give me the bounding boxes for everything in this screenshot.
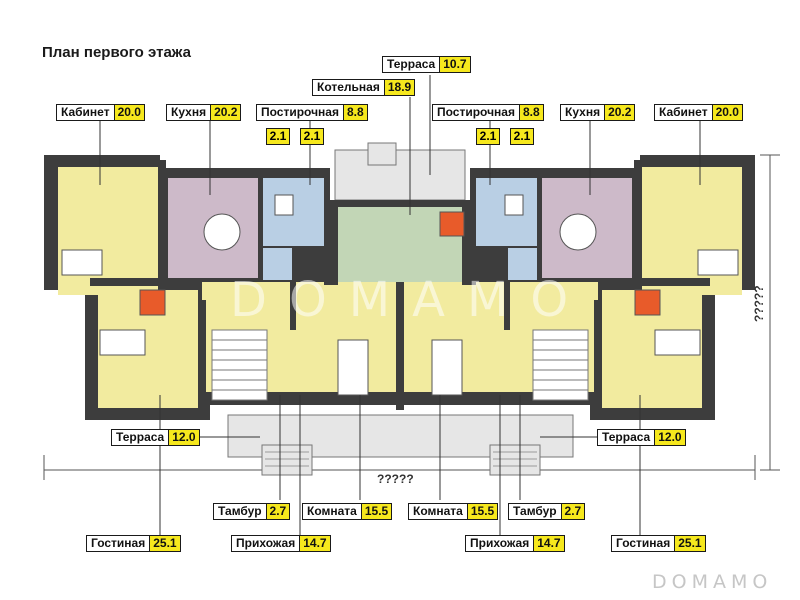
room-area: 12.0: [654, 430, 685, 445]
room-area: 25.1: [149, 536, 180, 551]
room-name: Терраса: [112, 430, 169, 445]
label-cabinet-left: Кабинет 20.0: [56, 104, 145, 121]
room-area: 15.5: [360, 504, 392, 519]
room-area: 14.7: [533, 536, 564, 551]
room-area: 20.2: [604, 105, 635, 120]
top-terrace: [334, 142, 466, 201]
label-vestibule-right: Тамбур 2.7: [508, 503, 586, 520]
area-tag-wc-right-1: 2.1: [476, 128, 500, 145]
room-area: 14.7: [299, 536, 330, 551]
label-cabinet-right: Кабинет 20.0: [654, 104, 743, 121]
room-area: 2.7: [560, 504, 585, 519]
room-area: 8.8: [518, 105, 543, 120]
room-name: Прихожая: [466, 536, 534, 551]
room-area: 20.2: [210, 105, 241, 120]
room-area: 12.0: [168, 430, 199, 445]
room-area: 25.1: [674, 536, 705, 551]
room-name: Терраса: [383, 57, 440, 72]
area-tag-wc-left-2: 2.1: [300, 128, 324, 145]
room-area: 20.0: [711, 105, 742, 120]
room-name: Гостиная: [612, 536, 675, 551]
room-area: 10.7: [439, 57, 470, 72]
interior-walls: [90, 160, 710, 410]
stairs: [211, 329, 589, 401]
label-laundry-left: Постирочная 8.8: [256, 104, 368, 121]
page-title: План первого этажа: [42, 44, 191, 61]
room-name: Тамбур: [509, 504, 561, 519]
room-area: 18.9: [383, 80, 415, 95]
label-vestibule-left: Тамбур 2.7: [213, 503, 291, 520]
room-name: Комната: [303, 504, 361, 519]
room-name: Котельная: [313, 80, 384, 95]
bottom-terraces: [227, 414, 574, 476]
label-kitchen-left: Кухня 20.2: [166, 104, 242, 121]
dimension-depth: ?????: [752, 285, 766, 322]
label-living-right: Гостиная 25.1: [611, 535, 706, 552]
room-name: Постирочная: [433, 105, 519, 120]
room-name: Кухня: [167, 105, 211, 120]
room-area: 20.0: [113, 105, 144, 120]
room-name: Кабинет: [655, 105, 712, 120]
furniture: [61, 194, 739, 396]
watermark-corner: DOMAMO: [652, 571, 773, 593]
label-living-left: Гостиная 25.1: [86, 535, 181, 552]
room-name: Постирочная: [257, 105, 343, 120]
watermark-center: DOMAMO: [230, 272, 591, 328]
label-laundry-right: Постирочная 8.8: [432, 104, 544, 121]
label-terrace-top: Терраса 10.7: [382, 56, 471, 73]
area-tag-wc-left-1: 2.1: [266, 128, 290, 145]
label-hallway-right: Прихожая 14.7: [465, 535, 565, 552]
room-area: 2.7: [265, 504, 290, 519]
label-boiler-room: Котельная 18.9: [312, 79, 416, 96]
room-name: Прихожая: [232, 536, 300, 551]
label-room-left: Комната 15.5: [302, 503, 393, 520]
label-terrace-left: Терраса 12.0: [111, 429, 200, 446]
label-hallway-left: Прихожая 14.7: [231, 535, 331, 552]
dimension-width: ?????: [377, 472, 414, 486]
area-tag-wc-right-2: 2.1: [510, 128, 534, 145]
room-name: Терраса: [598, 430, 655, 445]
room-name: Кухня: [561, 105, 605, 120]
room-name: Тамбур: [214, 504, 266, 519]
room-area: 15.5: [466, 504, 498, 519]
label-kitchen-right: Кухня 20.2: [560, 104, 636, 121]
label-room-right: Комната 15.5: [408, 503, 499, 520]
room-area: 8.8: [342, 105, 367, 120]
room-name: Комната: [409, 504, 467, 519]
room-name: Кабинет: [57, 105, 114, 120]
dimension-lines: [43, 154, 780, 480]
label-terrace-right: Терраса 12.0: [597, 429, 686, 446]
room-name: Гостиная: [87, 536, 150, 551]
